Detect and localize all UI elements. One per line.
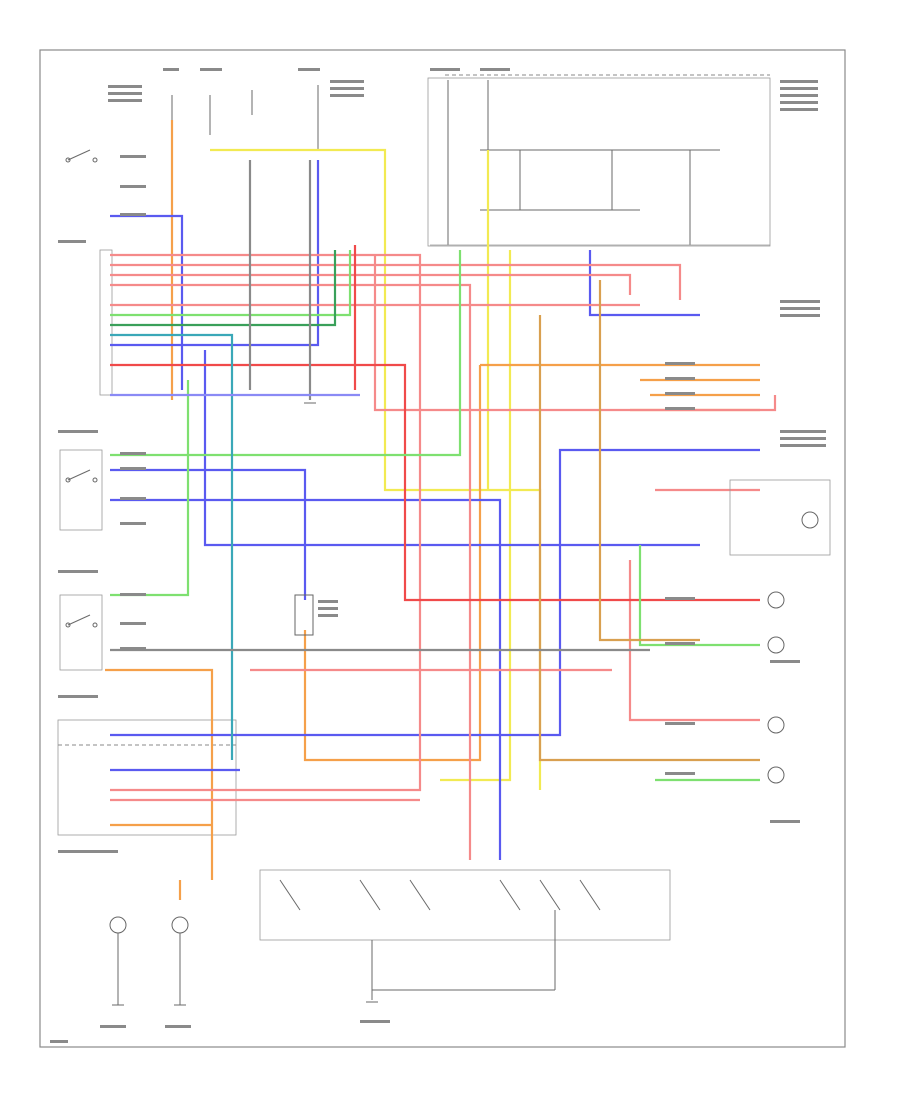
switch-icon: [65, 149, 98, 628]
fuse-labels: [108, 68, 818, 111]
ground-icon: [112, 402, 378, 1006]
combination-switch: [259, 869, 671, 1000]
wire-harness: [105, 120, 777, 900]
fuse-block-top: [171, 74, 771, 247]
bulb-icon: [109, 479, 831, 1005]
wire-labels-right: [665, 300, 826, 823]
wire-labels-left: [50, 155, 390, 1043]
relay-icon: [294, 594, 338, 636]
diagram-border: [39, 49, 846, 1048]
left-connector: [57, 249, 237, 836]
